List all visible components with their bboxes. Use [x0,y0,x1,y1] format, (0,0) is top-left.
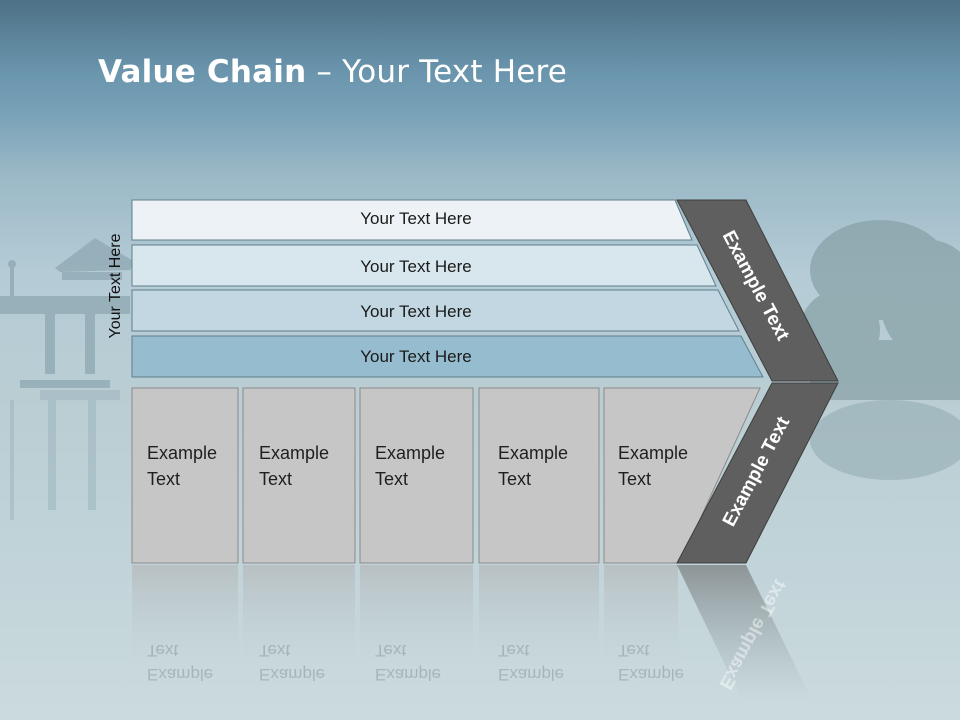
box-1-reflection-line-1: Example [147,665,214,684]
box-4-text-reflection: Example Text [498,638,564,686]
box-1-line-1: Example [147,443,218,463]
box-2-line-2: Text [259,469,293,489]
support-row-2 [131,244,717,287]
box-5-text-reflection: Example Text [618,638,684,686]
support-row-2-label: Your Text Here [360,257,472,276]
box-3-reflection-line-2: Text [375,641,407,660]
support-row-1 [131,199,693,241]
primary-box-5-text: Example Text [618,440,688,492]
primary-box-3-text: Example Text [375,440,445,492]
box-5-line-1: Example [618,443,689,463]
box-1-reflection-line-2: Text [147,641,179,660]
box-3-line-2: Text [375,469,409,489]
support-row-3-label: Your Text Here [360,302,472,321]
support-row-4-label: Your Text Here [360,347,472,366]
primary-box-4 [478,387,600,564]
primary-box-1-text: Example Text [147,440,217,492]
primary-box-2 [242,387,356,564]
primary-box-2-text: Example Text [259,440,329,492]
primary-box-1 [131,387,239,564]
trees-silhouette [800,220,960,480]
primary-box-4-text: Example Text [498,440,568,492]
box-2-text-reflection: Example Text [259,638,325,686]
box-1-text-reflection: Example Text [147,638,213,686]
pavilion-silhouette [0,238,135,388]
support-row-4 [131,335,764,378]
support-row-3 [131,289,740,332]
margin-arrow-reflection [677,565,812,700]
box-5-line-2: Text [618,469,652,489]
box-3-text-reflection: Example Text [375,638,441,686]
box-2-reflection-line-1: Example [259,665,326,684]
box-3-reflection-line-1: Example [375,665,442,684]
title-bold: Value Chain [98,54,307,90]
box-4-reflection-line-2: Text [498,641,530,660]
box-reflection-5 [604,565,678,675]
support-row-1-label: Your Text Here [360,209,472,228]
box-2-line-1: Example [259,443,330,463]
box-4-reflection-line-1: Example [498,665,565,684]
box-1-line-2: Text [147,469,181,489]
box-reflection-1 [132,565,238,675]
primary-box-3 [359,387,474,564]
box-5-reflection-line-1: Example [618,665,685,684]
box-4-line-2: Text [498,469,532,489]
box-2-reflection-line-2: Text [259,641,291,660]
margin-arrow-top [676,199,839,382]
slide-title: Value Chain – Your Text Here [98,54,567,90]
box-3-line-1: Example [375,443,446,463]
box-reflection-3 [360,565,473,675]
box-reflection-2 [243,565,355,675]
box-reflection-4 [479,565,599,675]
margin-arrow-bottom [676,382,839,564]
pavilion-reflection [10,390,120,520]
box-4-line-1: Example [498,443,569,463]
title-rest: – Your Text Here [306,54,568,90]
box-5-reflection-line-2: Text [618,641,650,660]
